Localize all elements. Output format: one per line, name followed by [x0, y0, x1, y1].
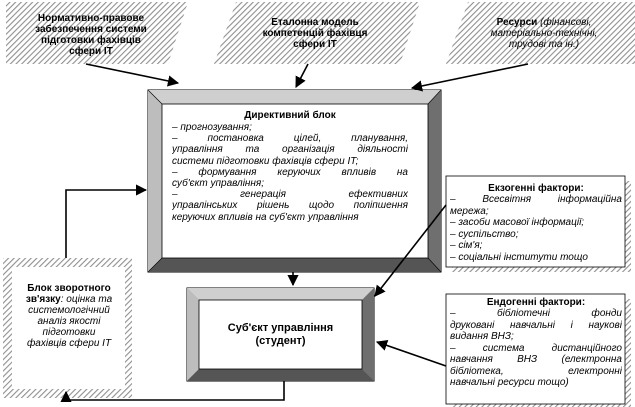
- top-box-resources-line: трудові та ін.): [454, 39, 634, 50]
- arrow-exogenous: [374, 204, 447, 297]
- exogenous-item: – Всесвітня інформаційна: [450, 194, 622, 205]
- top-box-1-shape: [6, 2, 188, 64]
- directive-frame: [147, 89, 442, 273]
- feedback-title: зв'язку: [25, 294, 61, 305]
- arrow-top-2: [295, 63, 309, 88]
- directive-title: Директивний блок: [244, 110, 336, 121]
- exogenous-item: – суспільство;: [450, 228, 519, 240]
- subject-block: Суб'єкт управління (студент): [199, 322, 362, 348]
- feedback-frame: [3, 258, 132, 398]
- arrow-feedback-directive: [65, 184, 148, 258]
- subject-title: Суб'єкт управління: [227, 322, 334, 334]
- subject-frame: [186, 287, 375, 382]
- top-box-legal: Нормативно-правове забезпечення системи …: [10, 13, 172, 57]
- top-box-resources: Ресурси (фінансові, матеріально-технічні…: [454, 17, 634, 50]
- endogenous-title: Ендогенні фактори:: [486, 297, 586, 308]
- feedback-detail: системологічний: [28, 305, 110, 316]
- endogenous-frame: [445, 293, 631, 407]
- top-box-model-line: компетенцій фахівця: [262, 28, 368, 39]
- exogenous-factors: Екзогенні фактори: – Всесвітня інформаці…: [450, 183, 622, 263]
- top-box-legal-line: Нормативно-правове: [37, 13, 145, 24]
- exogenous-item: – соціальні інститути тощо: [450, 251, 588, 263]
- resources-detail: матеріально-технічні,: [490, 28, 598, 39]
- directive-item: – формування керуючих впливів на: [172, 166, 408, 178]
- feedback-detail: аналіз якості: [37, 316, 101, 327]
- top-box-legal-line: забезпечення системи: [35, 24, 147, 35]
- directive-item: управлінських рішень щодо поліпшення: [172, 200, 408, 212]
- feedback-detail: фахівців сфери IT: [26, 338, 112, 349]
- top-box-reference-model: Еталонна модель компетенцій фахівця сфер…: [222, 17, 408, 50]
- arrow-endogenous: [375, 340, 447, 367]
- feedback-detail: підготовки: [42, 327, 96, 338]
- endogenous-item: видання ВНЗ;: [450, 331, 514, 342]
- top-box-legal-line: сфери IT: [69, 46, 113, 57]
- top-box-model-line: сфери IT: [293, 39, 337, 50]
- directive-block: Директивний блок – прогнозування; – пост…: [172, 110, 408, 223]
- feedback-detail: : оцінка та: [60, 294, 113, 305]
- feedback-title-line: зв'язку: оцінка та: [14, 294, 124, 305]
- arrow-top-3: [410, 63, 529, 92]
- exogenous-frame: [445, 175, 631, 272]
- top-box-resources-line: Ресурси (фінансові,: [454, 17, 634, 28]
- endogenous-item: навчальні ресурси тощо): [450, 377, 569, 388]
- top-box-resources-line: матеріально-технічні,: [454, 28, 634, 39]
- subject-subtitle: (студент): [255, 335, 306, 347]
- directive-item: управління та організація діяльності: [172, 144, 408, 156]
- directive-item: суб'єкт управління;: [172, 178, 265, 190]
- resources-detail: (фінансові,: [537, 17, 592, 28]
- endogenous-item: – система дистанційного: [450, 342, 622, 354]
- exogenous-title: Екзогенні фактори:: [488, 183, 584, 194]
- endogenous-item: друковані навчальні і наукові: [450, 319, 622, 331]
- directive-item: керуючих впливів на суб'єкт управління: [172, 211, 359, 223]
- endogenous-item: – бібліотечні фонди: [450, 308, 622, 319]
- resources-detail: трудові та ін.): [508, 39, 580, 50]
- resources-title: Ресурси: [496, 17, 538, 28]
- endogenous-factors: Ендогенні фактори: – бібліотечні фонди д…: [450, 297, 622, 389]
- directive-item: системи підготовки фахівців сфери IT;: [172, 155, 359, 167]
- top-box-model-line: Еталонна модель: [271, 17, 359, 28]
- feedback-title: Блок зворотного: [27, 283, 111, 294]
- arrow-subject-feedback: [60, 381, 285, 403]
- directive-item: – постановка цілей, планування,: [172, 133, 408, 145]
- exogenous-item: – засоби масової інформації;: [450, 217, 585, 228]
- top-box-2-shape: [214, 2, 420, 64]
- endogenous-item: бібліотека, електронні: [450, 365, 622, 377]
- arrow-top-1: [85, 63, 180, 87]
- feedback-block: Блок зворотного зв'язку: оцінка та систе…: [14, 283, 124, 349]
- directive-item: – генерація ефективних: [172, 189, 408, 201]
- top-box-legal-line: підготовки фахівців: [41, 35, 141, 46]
- endogenous-item: навчання ВНЗ (електронна: [450, 354, 622, 365]
- top-box-3-shape: [446, 2, 635, 64]
- exogenous-item: – сім'я;: [450, 240, 483, 251]
- directive-item: – прогнозування;: [172, 122, 252, 133]
- exogenous-item: мережа;: [450, 205, 489, 217]
